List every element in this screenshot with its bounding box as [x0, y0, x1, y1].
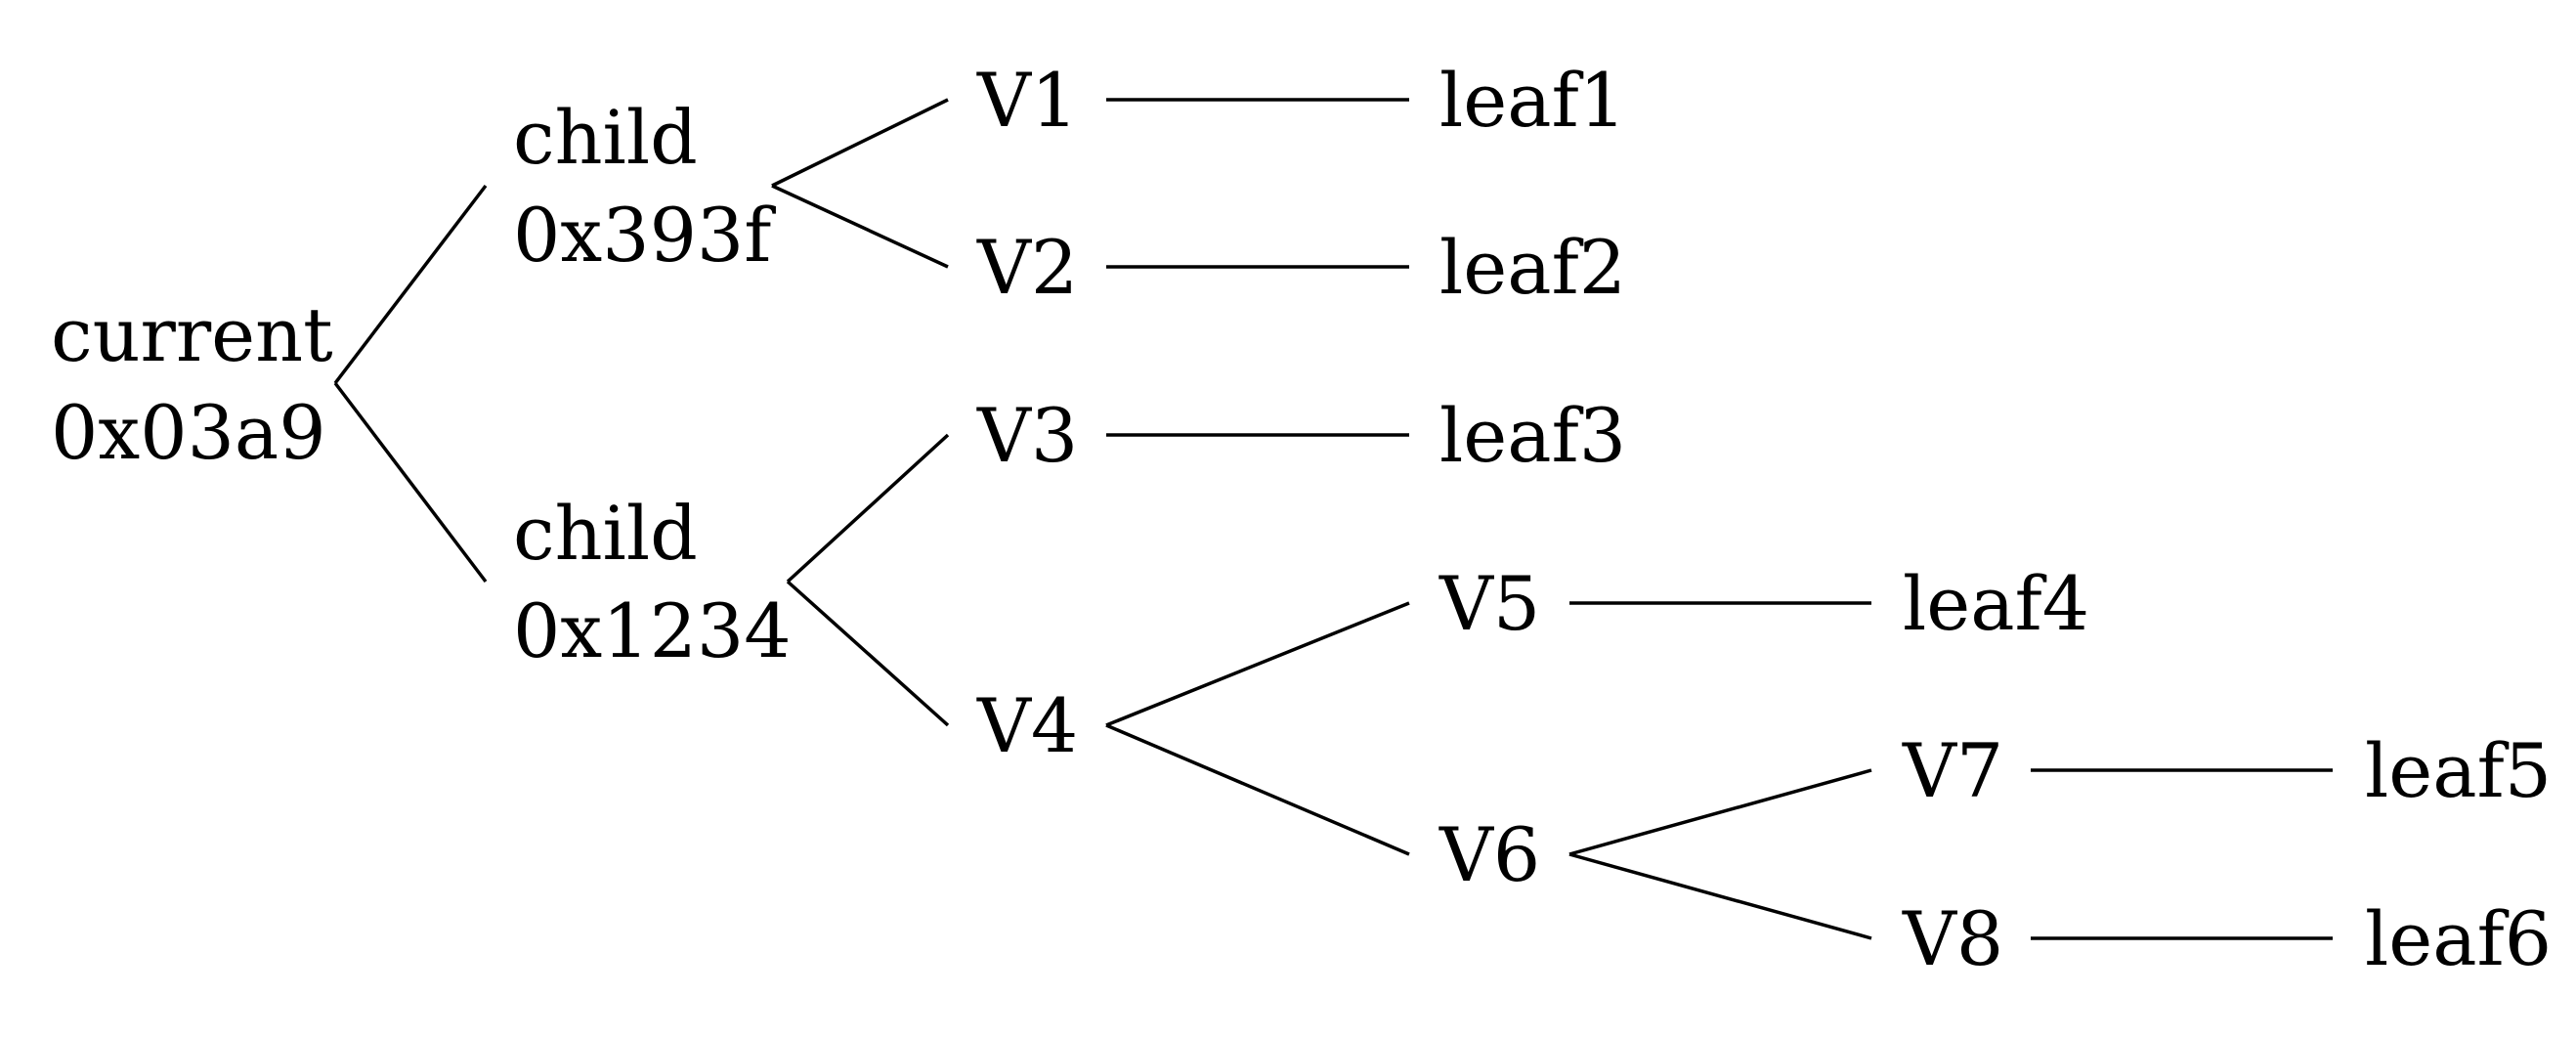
node-label-current-line-1: current — [51, 291, 333, 378]
edge-current-to-child-0x393f — [333, 184, 488, 385]
node-label-child-0x1234-line-1: child — [513, 490, 698, 577]
edge-v4-to-v6 — [1105, 723, 1410, 856]
node-label-leaf6: leaf6 — [2365, 895, 2552, 982]
node-label-v2: V2 — [976, 224, 1078, 311]
node-label-v6: V6 — [1438, 811, 1540, 898]
node-label-v7: V7 — [1902, 727, 2003, 814]
node-label-child-0x1234-line-2: 0x1234 — [513, 587, 792, 674]
node-leaf6: leaf6 — [2365, 895, 2552, 982]
node-label-leaf1: leaf1 — [1439, 57, 1626, 144]
node-v2: V2 — [976, 224, 1078, 311]
node-leaf5: leaf5 — [2365, 727, 2552, 814]
node-label-current-line-2: 0x03a9 — [51, 389, 326, 476]
edge-current-to-child-0x1234 — [333, 381, 488, 584]
node-v4: V4 — [976, 682, 1078, 769]
node-label-v3: V3 — [976, 392, 1078, 479]
node-label-v1: V1 — [976, 57, 1078, 144]
node-current: current 0x03a9 — [51, 291, 333, 476]
node-label-child-0x393f-line-1: child — [513, 94, 698, 181]
edge-v4-to-v5 — [1105, 601, 1410, 727]
node-label-leaf4: leaf4 — [1903, 560, 2089, 647]
node-label-leaf2: leaf2 — [1439, 224, 1626, 311]
node-label-leaf5: leaf5 — [2365, 727, 2552, 814]
node-label-leaf3: leaf3 — [1439, 392, 1626, 479]
node-leaf2: leaf2 — [1439, 224, 1626, 311]
edge-child-0x393f-to-v2 — [771, 184, 949, 269]
node-leaf3: leaf3 — [1439, 392, 1626, 479]
node-v7: V7 — [1902, 727, 2003, 814]
edge-child-0x1234-to-v4 — [786, 580, 950, 727]
edge-child-0x393f-to-v1 — [771, 98, 949, 188]
node-v8: V8 — [1902, 895, 2003, 982]
node-child-0x393f: child 0x393f — [513, 94, 776, 279]
edge-child-0x1234-to-v3 — [786, 433, 950, 584]
node-v3: V3 — [976, 392, 1078, 479]
node-label-v5: V5 — [1438, 560, 1540, 647]
tree-edges — [333, 98, 2333, 940]
node-v5: V5 — [1438, 560, 1540, 647]
edge-v6-to-v8 — [1568, 852, 1872, 940]
node-label-v8: V8 — [1902, 895, 2003, 982]
edge-v6-to-v7 — [1568, 768, 1872, 856]
node-v1: V1 — [976, 57, 1078, 144]
node-child-0x1234: child 0x1234 — [513, 490, 792, 674]
node-label-v4: V4 — [976, 682, 1078, 769]
node-v6: V6 — [1438, 811, 1540, 898]
node-label-child-0x393f-line-2: 0x393f — [513, 192, 776, 279]
node-leaf4: leaf4 — [1903, 560, 2089, 647]
node-leaf1: leaf1 — [1439, 57, 1626, 144]
